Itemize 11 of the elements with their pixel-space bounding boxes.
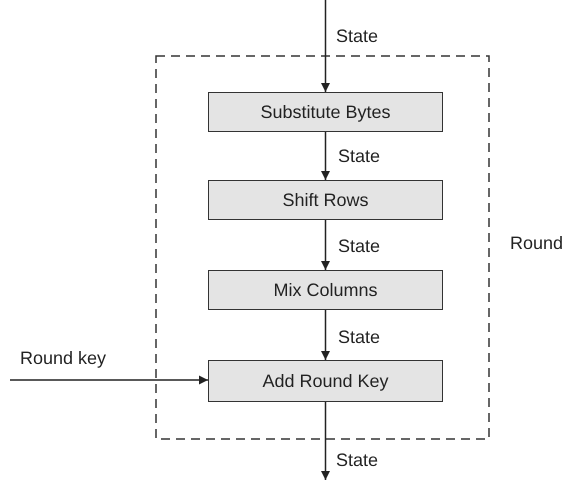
process-box: Add Round Key [208, 360, 443, 402]
arrow [321, 132, 330, 180]
arrow [10, 376, 208, 384]
process-box: Substitute Bytes [208, 92, 443, 132]
arrow [321, 402, 330, 480]
process-box: Shift Rows [208, 180, 443, 220]
arrow [321, 0, 330, 92]
edge-label: Round key [18, 348, 108, 369]
arrow [321, 220, 330, 270]
process-box: Mix Columns [208, 270, 443, 310]
arrow [321, 310, 330, 360]
